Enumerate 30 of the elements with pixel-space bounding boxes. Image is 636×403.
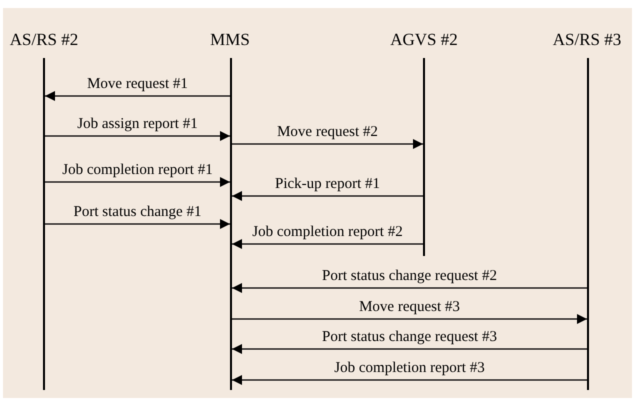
edge-label: Port status change #1 xyxy=(72,204,204,221)
participant-label: AS/RS #2 xyxy=(10,30,78,50)
edge-label: Port status change request #2 xyxy=(320,268,499,285)
message-arrow xyxy=(45,219,230,229)
lifeline xyxy=(230,58,232,390)
edge-label: Job assign report #1 xyxy=(75,116,200,133)
message-arrow xyxy=(232,191,423,201)
message-arrow xyxy=(232,344,587,354)
message-arrow xyxy=(45,91,230,101)
lifeline xyxy=(587,58,589,390)
message-arrow xyxy=(45,177,230,187)
message-arrow xyxy=(232,139,423,149)
edge-label: Pick-up report #1 xyxy=(273,176,382,193)
edge-label: Move request #1 xyxy=(85,76,190,93)
participant-label: AGVS #2 xyxy=(390,30,458,50)
lifeline xyxy=(423,58,425,256)
participant-label: MMS xyxy=(210,30,250,50)
edge-label: Job completion report #2 xyxy=(250,224,405,241)
edge-label: Move request #2 xyxy=(275,124,380,141)
message-arrow xyxy=(232,239,423,249)
participant-label: AS/RS #3 xyxy=(552,30,622,50)
edge-label: Port status change request #3 xyxy=(320,329,499,346)
message-arrow xyxy=(232,283,587,293)
message-arrow xyxy=(232,314,587,324)
edge-label: Job completion report #3 xyxy=(332,360,487,377)
message-arrow xyxy=(45,131,230,141)
lifeline xyxy=(43,58,45,390)
edge-label: Job completion report #1 xyxy=(60,162,215,179)
edge-label: Move request #3 xyxy=(357,299,462,316)
message-arrow xyxy=(232,375,587,385)
